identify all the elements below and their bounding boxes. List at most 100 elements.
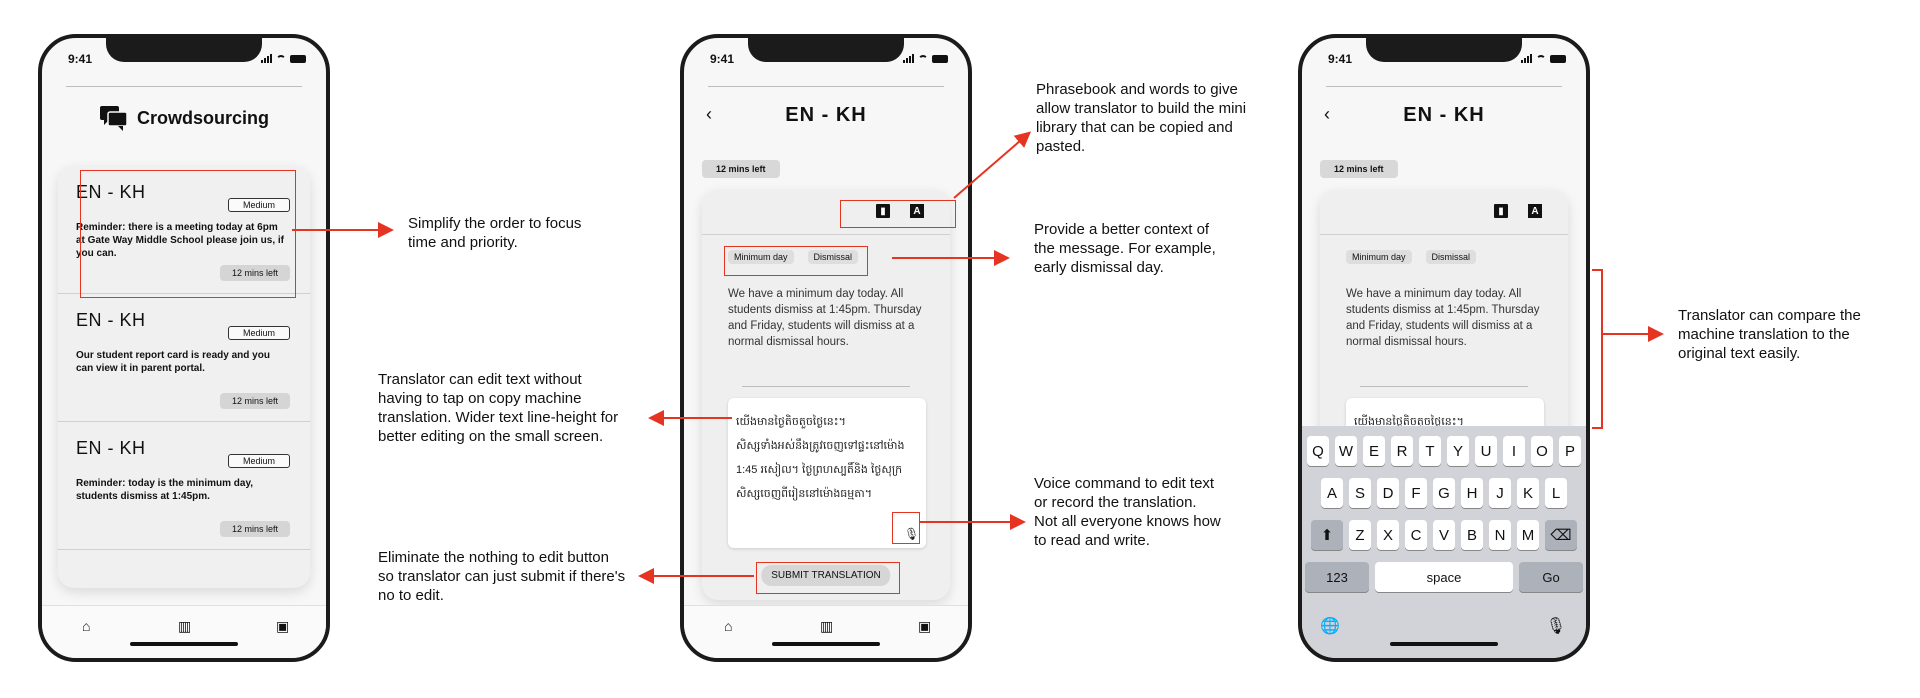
request-language: EN - KH [76,310,146,330]
home-indicator [772,642,880,646]
key[interactable]: R [1391,436,1413,466]
home-indicator [130,642,238,646]
key[interactable]: D [1377,478,1399,508]
key[interactable]: S [1349,478,1371,508]
key[interactable]: L [1545,478,1567,508]
globe-icon[interactable]: 🌐 [1320,618,1340,635]
key[interactable]: Z [1349,520,1371,550]
status-time: 9:41 [710,52,735,66]
back-button[interactable]: ‹ [1324,104,1330,124]
time-left-chip: 12 mins left [219,521,290,537]
context-tag: Minimum day [1346,250,1412,264]
key[interactable]: K [1517,478,1539,508]
status-icons [903,54,948,63]
annotation-context: Provide a better context of the message.… [1034,221,1216,276]
battery-icon [290,54,306,63]
chart-icon[interactable]: ▥ [820,618,834,634]
priority-badge: Medium [227,198,290,212]
annotation-priority: Simplify the order to focus time and pri… [408,215,582,251]
tab-bar: ⌂ ▥ ▣ [684,605,968,658]
signal-icon [903,54,914,63]
context-tag: Minimum day [728,250,794,264]
key[interactable]: Q [1307,436,1329,466]
key[interactable]: C [1405,520,1427,550]
translation-input[interactable]: យើងមានថ្ងៃតិចតួចថ្ងៃនេះ។ សិស្សទាំងអស់នឹង… [728,398,926,548]
microphone-icon[interactable]: 🎙 [904,527,920,541]
translation-line: សិស្សទាំងអស់នឹងត្រូវចេញទៅផ្ទះនៅម៉ោង [736,440,905,452]
key[interactable]: B [1461,520,1483,550]
numbers-key[interactable]: 123 [1305,562,1369,592]
status-icons [261,54,306,63]
back-button[interactable]: ‹ [706,104,712,124]
keyboard-mic-icon[interactable]: 🎙 [1545,618,1566,635]
header-divider [66,86,302,87]
key[interactable]: H [1461,478,1483,508]
phrasebook-icon[interactable]: ▮ [876,204,890,218]
divider [742,386,910,387]
notch [748,38,904,62]
battery-icon [1550,54,1566,63]
translation-line: យើងមានថ្ងៃតិចតួចថ្ងៃនេះ។ [736,416,846,428]
tab-bar: ⌂ ▥ ▣ [42,605,326,658]
key[interactable]: A [1321,478,1343,508]
dictionary-icon[interactable]: A [1528,204,1542,218]
time-left-chip: 12 mins left [1320,160,1398,178]
key[interactable]: E [1363,436,1385,466]
annotation-submit: Eliminate the nothing to edit button so … [378,549,626,604]
key[interactable]: W [1335,436,1357,466]
request-text: Reminder: there is a meeting today at 6p… [76,222,285,259]
home-icon[interactable]: ⌂ [724,618,733,634]
phrasebook-icon[interactable]: ▮ [1494,204,1508,218]
original-text: We have a minimum day today. All student… [728,288,922,348]
go-key[interactable]: Go [1519,562,1583,592]
translation-line: សិស្សចេញពីរៀននៅម៉ោងធម្មតា។ [736,488,872,500]
profile-icon[interactable]: ▣ [918,618,932,634]
wifi-icon [1536,54,1546,63]
profile-icon[interactable]: ▣ [276,618,290,634]
request-card[interactable]: EN - KH Medium Our student report card i… [58,294,310,422]
chart-icon[interactable]: ▥ [178,618,192,634]
delete-key-icon[interactable]: ⌫ [1545,520,1577,550]
key[interactable]: P [1559,436,1581,466]
space-key[interactable]: space [1375,562,1513,592]
key[interactable]: F [1405,478,1427,508]
context-tag: Dismissal [1425,250,1477,264]
key[interactable]: I [1503,436,1525,466]
annotation-phrasebook: Phrasebook and words to give allow trans… [1036,81,1247,155]
page-title: EN - KH [785,104,867,126]
time-left-chip: 12 mins left [702,160,780,178]
translation-line: 1:45 រសៀល។ ថ្ងៃព្រហស្បតិ៍និង ថ្ងៃសុក្រ [736,464,903,476]
key[interactable]: U [1475,436,1497,466]
annotation-voice: Voice command to edit text or record the… [1034,475,1221,549]
status-icons [1521,54,1566,63]
wifi-icon [276,54,286,63]
key[interactable]: Y [1447,436,1469,466]
request-language: EN - KH [76,182,146,202]
shift-key-icon[interactable]: ⬆ [1311,520,1343,550]
key[interactable]: V [1433,520,1455,550]
page-title: EN - KH [1403,104,1485,126]
key[interactable]: M [1517,520,1539,550]
annotation-inline-edit: Translator can edit text without having … [378,371,619,445]
key[interactable]: J [1489,478,1511,508]
keyboard-row-1: Q W E R T Y U I O P [1302,436,1586,466]
key[interactable]: G [1433,478,1455,508]
request-card[interactable]: EN - KH Medium Reminder: today is the mi… [58,422,310,550]
annotation-compare: Translator can compare the machine trans… [1678,307,1861,362]
key[interactable]: X [1377,520,1399,550]
key[interactable]: O [1531,436,1553,466]
toolbar: ▮ A [702,190,950,235]
key[interactable]: N [1489,520,1511,550]
dictionary-icon[interactable]: A [910,204,924,218]
keyboard-row-3: ⬆ Z X C V B N M ⌫ [1302,520,1586,550]
notch [1366,38,1522,62]
header-divider [1326,86,1562,87]
submit-translation-button[interactable]: SUBMIT TRANSLATION [761,565,891,586]
translation-line: យើងមានថ្ងៃតិចតួចថ្ងៃនេះ។ [1354,416,1464,428]
home-icon[interactable]: ⌂ [82,618,91,634]
keyboard-row-4: 123 space Go [1302,562,1586,592]
key[interactable]: T [1419,436,1441,466]
phone-crowdsourcing-list: 9:41 Crowdsourcing EN - KH Medium Remind… [38,34,330,662]
header-divider [708,86,944,87]
request-card[interactable]: EN - KH Medium Reminder: there is a meet… [58,166,310,294]
